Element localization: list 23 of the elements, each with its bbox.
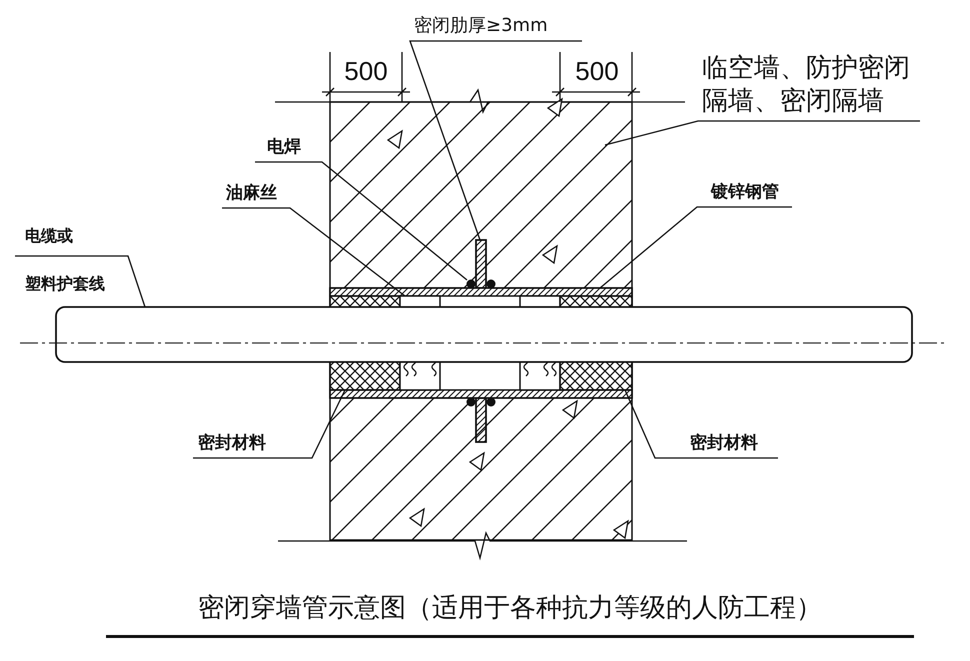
callout-label: 电焊: [255, 132, 322, 162]
leader-line: [222, 207, 406, 297]
callout-label: 密封材料: [193, 424, 312, 458]
callout-label: 密封材料: [655, 424, 778, 458]
figure-caption: 密闭穿墙管示意图（适用于各种抗力等级的人防工程）: [106, 590, 914, 638]
leader-line: [409, 40, 582, 240]
callout-label: 镀锌钢管: [697, 177, 792, 207]
weld-points: [466, 280, 496, 406]
callout-label: 临空墙、防护密闭隔墙、密闭隔墙: [698, 30, 920, 121]
callout-label: 塑料护套线: [25, 274, 106, 294]
leader-line: [255, 161, 468, 280]
leader-line: [604, 120, 920, 146]
leader-line: [600, 206, 792, 288]
leader-line: [624, 390, 778, 459]
dimension-text: 500: [575, 56, 619, 87]
leader-line: [193, 390, 346, 459]
sealing-rib: [475, 239, 487, 443]
cable: [55, 306, 913, 363]
callout-label: 油麻丝: [222, 178, 290, 208]
callout-label: 密闭肋厚≥3mm: [410, 6, 582, 41]
callout-label: 电缆或: [25, 226, 74, 246]
leader-line: [15, 255, 146, 308]
dimension-text: 500: [344, 56, 388, 87]
